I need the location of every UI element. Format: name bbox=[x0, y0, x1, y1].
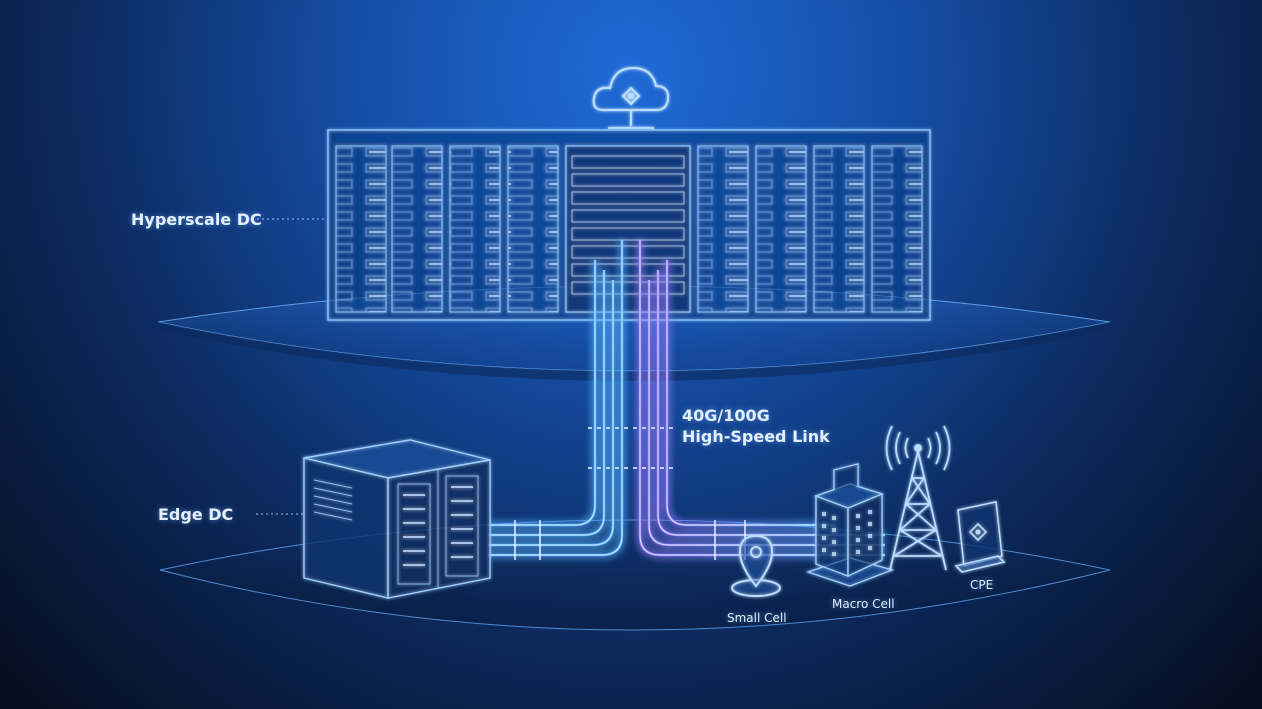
edge-dc-label: Edge DC bbox=[158, 505, 234, 524]
link-label-title: High-Speed Link bbox=[682, 427, 830, 446]
macro-cell-label: Macro Cell bbox=[832, 597, 895, 611]
link-label: 40G/100G High-Speed Link bbox=[682, 405, 830, 447]
cpe-router-icon bbox=[954, 501, 1006, 573]
location-pin-icon bbox=[731, 534, 781, 597]
small-cell-label: Small Cell bbox=[727, 611, 787, 625]
hyperscale-dc-label: Hyperscale DC bbox=[131, 210, 262, 229]
edge-cabinet-icon bbox=[303, 439, 491, 599]
server-rack-icon bbox=[327, 129, 931, 321]
cloud-icon bbox=[592, 66, 670, 130]
cell-tower-icon bbox=[885, 425, 951, 571]
link-label-speed: 40G/100G bbox=[682, 406, 770, 425]
cpe-label: CPE bbox=[970, 578, 994, 592]
building-icon bbox=[805, 463, 895, 587]
